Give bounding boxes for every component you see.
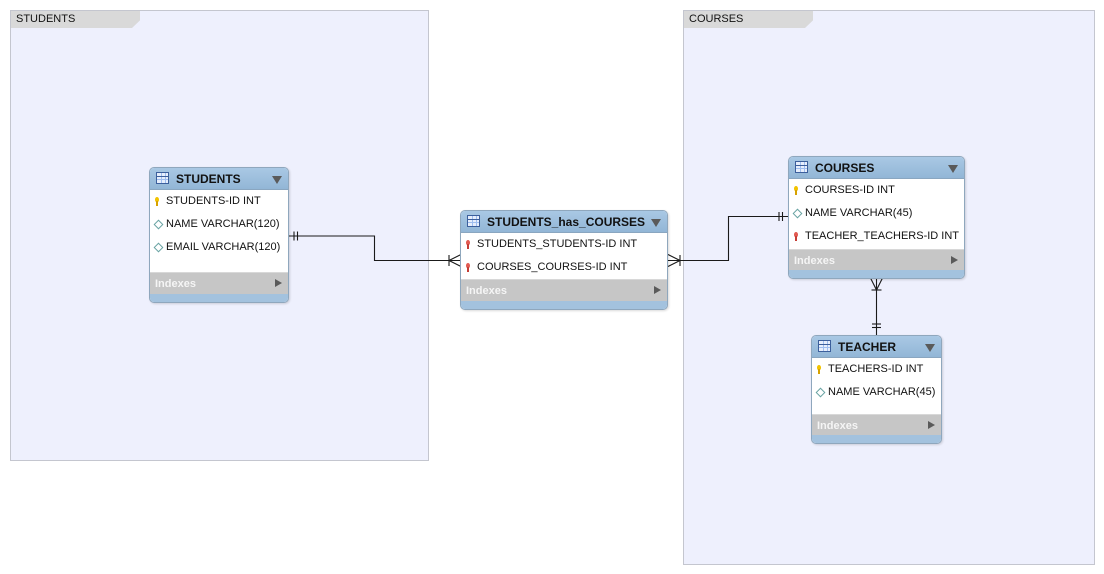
- entity-students[interactable]: STUDENTS STUDENTS-ID INT NAME VARCHAR(12…: [149, 167, 289, 303]
- expand-triangle-icon[interactable]: [928, 421, 935, 429]
- column-students-students-id[interactable]: STUDENTS_STUDENTS-ID INT: [461, 233, 667, 256]
- column-label: EMAIL VARCHAR(120): [166, 241, 281, 253]
- entity-title: COURSES: [815, 161, 875, 175]
- column-label: COURSES_COURSES-ID INT: [477, 261, 628, 273]
- indexes-label: Indexes: [155, 278, 196, 290]
- layer-courses[interactable]: COURSES: [683, 10, 1095, 565]
- entity-students-has-courses[interactable]: STUDENTS_has_COURSES STUDENTS_STUDENTS-I…: [460, 210, 668, 310]
- column-label: COURSES-ID INT: [805, 184, 895, 196]
- column-label: TEACHERS-ID INT: [828, 363, 924, 375]
- indexes-bar[interactable]: Indexes: [812, 414, 941, 436]
- entity-courses-header[interactable]: COURSES: [789, 157, 964, 179]
- column-teachers-id[interactable]: TEACHERS-ID INT: [812, 358, 941, 381]
- entity-footer: [150, 294, 288, 302]
- entity-footer: [461, 301, 667, 309]
- entity-title: STUDENTS_has_COURSES: [487, 215, 646, 229]
- column-name[interactable]: NAME VARCHAR(45): [789, 202, 964, 225]
- table-icon: [156, 172, 169, 184]
- dropdown-triangle-icon[interactable]: [948, 165, 958, 173]
- indexes-label: Indexes: [817, 420, 858, 432]
- column-email[interactable]: EMAIL VARCHAR(120): [150, 236, 288, 259]
- expand-triangle-icon[interactable]: [951, 256, 958, 264]
- entity-teacher-header[interactable]: TEACHER: [812, 336, 941, 358]
- entity-title: STUDENTS: [176, 172, 241, 186]
- entity-students-header[interactable]: STUDENTS: [150, 168, 288, 190]
- primary-key-icon: [817, 365, 821, 374]
- attribute-diamond-icon: [153, 242, 164, 253]
- expand-triangle-icon[interactable]: [654, 286, 661, 294]
- entity-courses[interactable]: COURSES COURSES-ID INT NAME VARCHAR(45) …: [788, 156, 965, 279]
- entity-footer: [812, 435, 941, 443]
- indexes-label: Indexes: [466, 285, 507, 297]
- entity-title: TEACHER: [838, 340, 897, 354]
- entity-teacher[interactable]: TEACHER TEACHERS-ID INT NAME VARCHAR(45)…: [811, 335, 942, 444]
- indexes-bar[interactable]: Indexes: [789, 249, 964, 271]
- column-name[interactable]: NAME VARCHAR(45): [812, 381, 941, 404]
- table-icon: [818, 340, 831, 352]
- attribute-diamond-icon: [815, 387, 826, 398]
- dropdown-triangle-icon[interactable]: [272, 176, 282, 184]
- primary-key-icon: [794, 186, 798, 195]
- indexes-label: Indexes: [794, 255, 835, 267]
- layer-courses-label: COURSES: [684, 11, 813, 28]
- layer-students-label: STUDENTS: [11, 11, 140, 28]
- column-students-id[interactable]: STUDENTS-ID INT: [150, 190, 288, 213]
- dropdown-triangle-icon[interactable]: [925, 344, 935, 352]
- entity-students-has-courses-header[interactable]: STUDENTS_has_COURSES: [461, 211, 667, 233]
- column-courses-courses-id[interactable]: COURSES_COURSES-ID INT: [461, 256, 667, 279]
- column-name[interactable]: NAME VARCHAR(120): [150, 213, 288, 236]
- indexes-bar[interactable]: Indexes: [150, 272, 288, 294]
- column-courses-id[interactable]: COURSES-ID INT: [789, 179, 964, 202]
- indexes-bar[interactable]: Indexes: [461, 279, 667, 301]
- column-label: NAME VARCHAR(120): [166, 218, 280, 230]
- expand-triangle-icon[interactable]: [275, 279, 282, 287]
- column-label: NAME VARCHAR(45): [828, 386, 936, 398]
- foreign-key-icon: [466, 240, 470, 249]
- entity-footer: [789, 270, 964, 278]
- column-label: TEACHER_TEACHERS-ID INT: [805, 230, 960, 242]
- table-icon: [467, 215, 480, 227]
- column-label: STUDENTS-ID INT: [166, 195, 261, 207]
- column-teacher-teachers-id[interactable]: TEACHER_TEACHERS-ID INT: [789, 225, 964, 248]
- column-label: NAME VARCHAR(45): [805, 207, 913, 219]
- primary-key-icon: [155, 197, 159, 206]
- column-label: STUDENTS_STUDENTS-ID INT: [477, 238, 638, 250]
- foreign-key-icon: [794, 232, 798, 241]
- attribute-diamond-icon: [153, 219, 164, 230]
- foreign-key-icon: [466, 263, 470, 272]
- dropdown-triangle-icon[interactable]: [651, 219, 661, 227]
- table-icon: [795, 161, 808, 173]
- attribute-diamond-icon: [792, 208, 803, 219]
